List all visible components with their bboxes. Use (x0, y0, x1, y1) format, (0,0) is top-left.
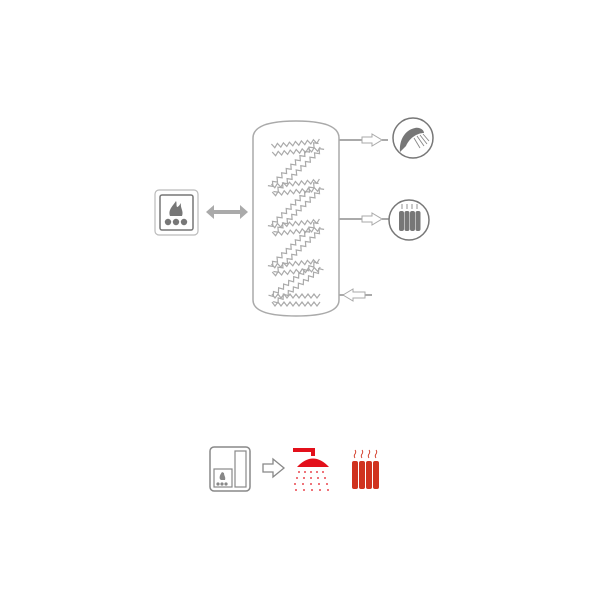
radiator-icon (388, 199, 430, 241)
coil-segment (270, 258, 320, 269)
coil-segment (273, 147, 325, 193)
coil-segment (267, 222, 319, 268)
coil-segment (267, 142, 319, 188)
coil-segment (273, 267, 324, 304)
water-drop (296, 477, 298, 479)
double-arrow-icon (206, 205, 248, 219)
coil-segment (271, 266, 321, 277)
water-drop (318, 483, 320, 485)
water-drop (327, 489, 329, 491)
water-drop (311, 489, 313, 491)
water-drop (303, 489, 305, 491)
water-drop (304, 471, 306, 473)
coil-segment (271, 226, 321, 237)
water-drop (316, 471, 318, 473)
water-drop (310, 483, 312, 485)
coil-segment (271, 146, 321, 157)
coil-segment (271, 293, 321, 299)
water-drop (326, 483, 328, 485)
water-drop (302, 483, 304, 485)
coil-segment (267, 182, 319, 228)
water-drop (294, 483, 296, 485)
water-drop (310, 477, 312, 479)
arrow-right-icon (262, 457, 286, 479)
radiator-icon-red (352, 449, 379, 489)
pipes (339, 133, 390, 302)
coil-segment (268, 261, 319, 298)
water-drop (317, 477, 319, 479)
water-drop (295, 489, 297, 491)
water-drop (319, 489, 321, 491)
water-drop (303, 477, 305, 479)
water-drop (310, 471, 312, 473)
coil-segment (270, 218, 320, 229)
hot-water-tank-icon (252, 120, 340, 317)
water-drop (298, 471, 300, 473)
heat-exchanger-coil (267, 138, 325, 307)
water-drop (324, 477, 326, 479)
coil-segment (270, 138, 320, 149)
boiler-icon (154, 189, 199, 236)
shower-icon-red (293, 448, 329, 491)
coil-segment (271, 301, 321, 307)
coil-segment (270, 178, 320, 189)
shower-icon (392, 117, 434, 159)
coil-segment (273, 227, 325, 273)
coil-segment (273, 187, 325, 233)
coil-segment (271, 186, 321, 197)
water-drop (322, 471, 324, 473)
tank-with-boiler-icon (209, 446, 251, 492)
